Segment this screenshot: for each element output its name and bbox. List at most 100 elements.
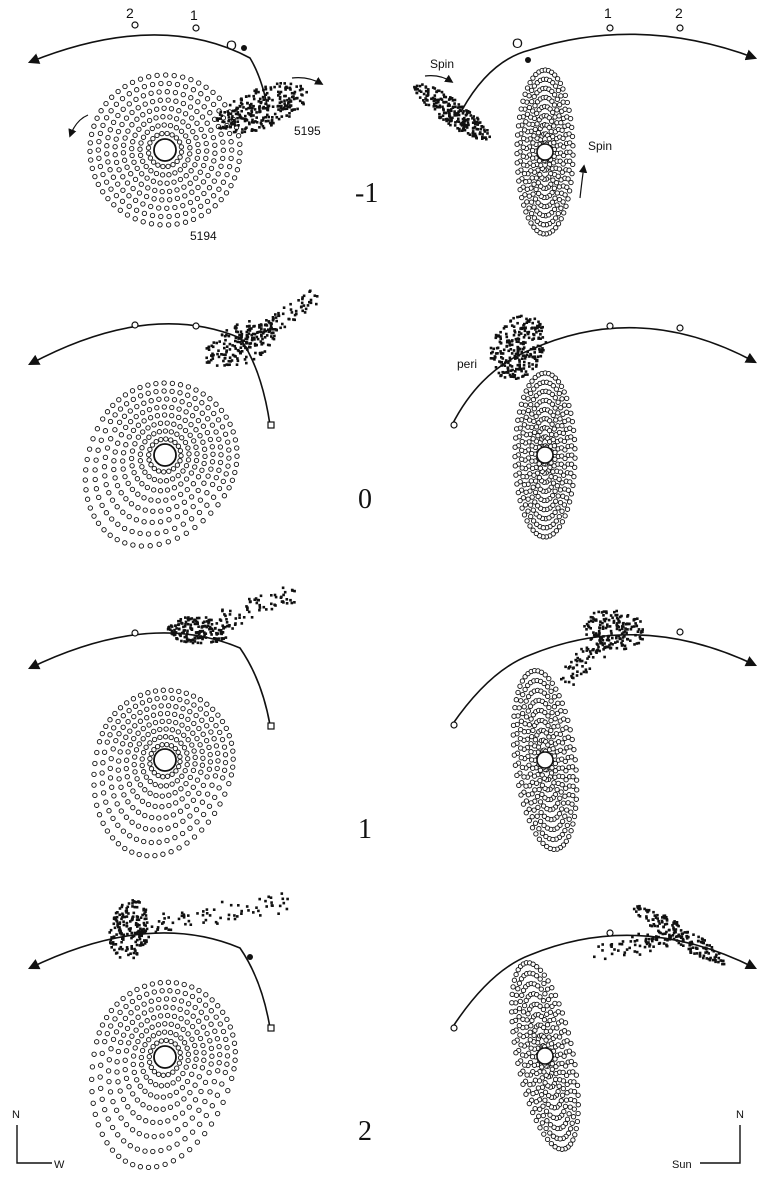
companion-particle: [265, 905, 268, 908]
disk-particle: [146, 426, 150, 430]
disk-particle: [145, 130, 149, 134]
disk-particle: [131, 1162, 135, 1166]
disk-particle: [550, 710, 554, 714]
disk-particle: [97, 156, 101, 160]
disk-particle: [571, 1138, 575, 1142]
disk-particle: [138, 394, 142, 398]
disk-particle: [553, 1145, 557, 1149]
disk-particle: [143, 788, 147, 792]
disk-particle: [88, 141, 92, 145]
companion-particle: [234, 347, 237, 350]
disk-particle: [565, 1117, 569, 1121]
disk-particle: [111, 403, 115, 407]
disk-particle: [160, 131, 164, 135]
disk-particle: [178, 155, 182, 159]
disk-particle: [119, 491, 123, 495]
disk-particle: [184, 531, 188, 535]
disk-particle: [138, 1084, 142, 1088]
disk-particle: [566, 718, 570, 722]
companion-particle: [697, 940, 700, 943]
disk-particle: [219, 164, 223, 168]
disk-particle: [562, 1109, 566, 1113]
disk-particle: [173, 1116, 177, 1120]
companion-particle: [490, 347, 493, 350]
disk-particle: [539, 1093, 543, 1097]
companion-particle: [636, 625, 639, 628]
disk-particle: [172, 73, 176, 77]
companion-particle: [305, 91, 308, 94]
orbit-tick: [268, 723, 274, 729]
disk-particle: [124, 443, 128, 447]
companion-particle: [122, 920, 125, 923]
disk-particle: [213, 795, 217, 799]
companion-particle: [518, 368, 521, 371]
disk-particle: [150, 213, 154, 217]
disk-particle: [130, 123, 134, 127]
disk-particle: [193, 1083, 197, 1087]
disk-particle: [521, 692, 525, 696]
galaxy-core: [537, 752, 553, 768]
companion-particle: [645, 941, 648, 944]
disk-particle: [535, 794, 539, 798]
disk-particle: [231, 749, 235, 753]
disk-particle: [133, 755, 137, 759]
disk-particle: [222, 768, 226, 772]
companion-particle: [477, 118, 480, 121]
disk-particle: [522, 775, 526, 779]
companion-particle: [185, 621, 188, 624]
companion-particle: [250, 109, 253, 112]
disk-particle: [122, 1139, 126, 1143]
companion-particle: [246, 608, 249, 611]
disk-particle: [109, 437, 113, 441]
disk-particle: [188, 775, 192, 779]
disk-particle: [205, 149, 209, 153]
companion-particle: [534, 328, 537, 331]
companion-particle: [231, 123, 234, 126]
disk-particle: [561, 431, 565, 435]
companion-particle: [290, 308, 293, 311]
companion-particle: [503, 327, 506, 330]
disk-particle: [569, 1059, 573, 1063]
disk-particle: [181, 92, 185, 96]
disk-particle: [531, 485, 535, 489]
companion-particle: [539, 333, 542, 336]
disk-particle: [204, 85, 208, 89]
disk-particle: [147, 453, 151, 457]
companion-particle: [585, 628, 588, 631]
companion-particle: [228, 360, 231, 363]
disk-particle: [180, 723, 184, 727]
disk-particle: [205, 199, 209, 203]
companion-particle: [639, 945, 642, 948]
disk-particle: [166, 164, 170, 168]
disk-particle: [176, 473, 180, 477]
disk-particle: [182, 1041, 186, 1045]
disk-particle: [117, 398, 121, 402]
disk-particle: [111, 1099, 115, 1103]
companion-particle: [113, 923, 116, 926]
companion-particle: [301, 298, 304, 301]
companion-particle: [126, 922, 129, 925]
companion-particle: [188, 639, 191, 642]
orbit-label-1: 1: [190, 7, 198, 23]
disk-particle: [100, 1023, 104, 1027]
companion-particle: [676, 935, 679, 938]
companion-particle: [442, 118, 445, 121]
disk-particle: [142, 1002, 146, 1006]
disk-particle: [116, 1133, 120, 1137]
companion-particle: [245, 362, 248, 365]
disk-particle: [556, 724, 560, 728]
orbit-tick: [132, 322, 138, 328]
disk-particle: [533, 127, 537, 131]
disk-particle: [137, 1131, 141, 1135]
companion-particle: [534, 318, 537, 321]
companion-particle: [611, 943, 614, 946]
disk-particle: [128, 991, 132, 995]
companion-particle: [260, 323, 263, 326]
disk-particle: [197, 1019, 201, 1023]
companion-particle: [447, 122, 450, 125]
disk-particle: [514, 427, 518, 431]
disk-particle: [524, 120, 528, 124]
companion-particle: [197, 625, 200, 628]
companion-particle: [249, 346, 252, 349]
disk-particle: [123, 1067, 127, 1071]
